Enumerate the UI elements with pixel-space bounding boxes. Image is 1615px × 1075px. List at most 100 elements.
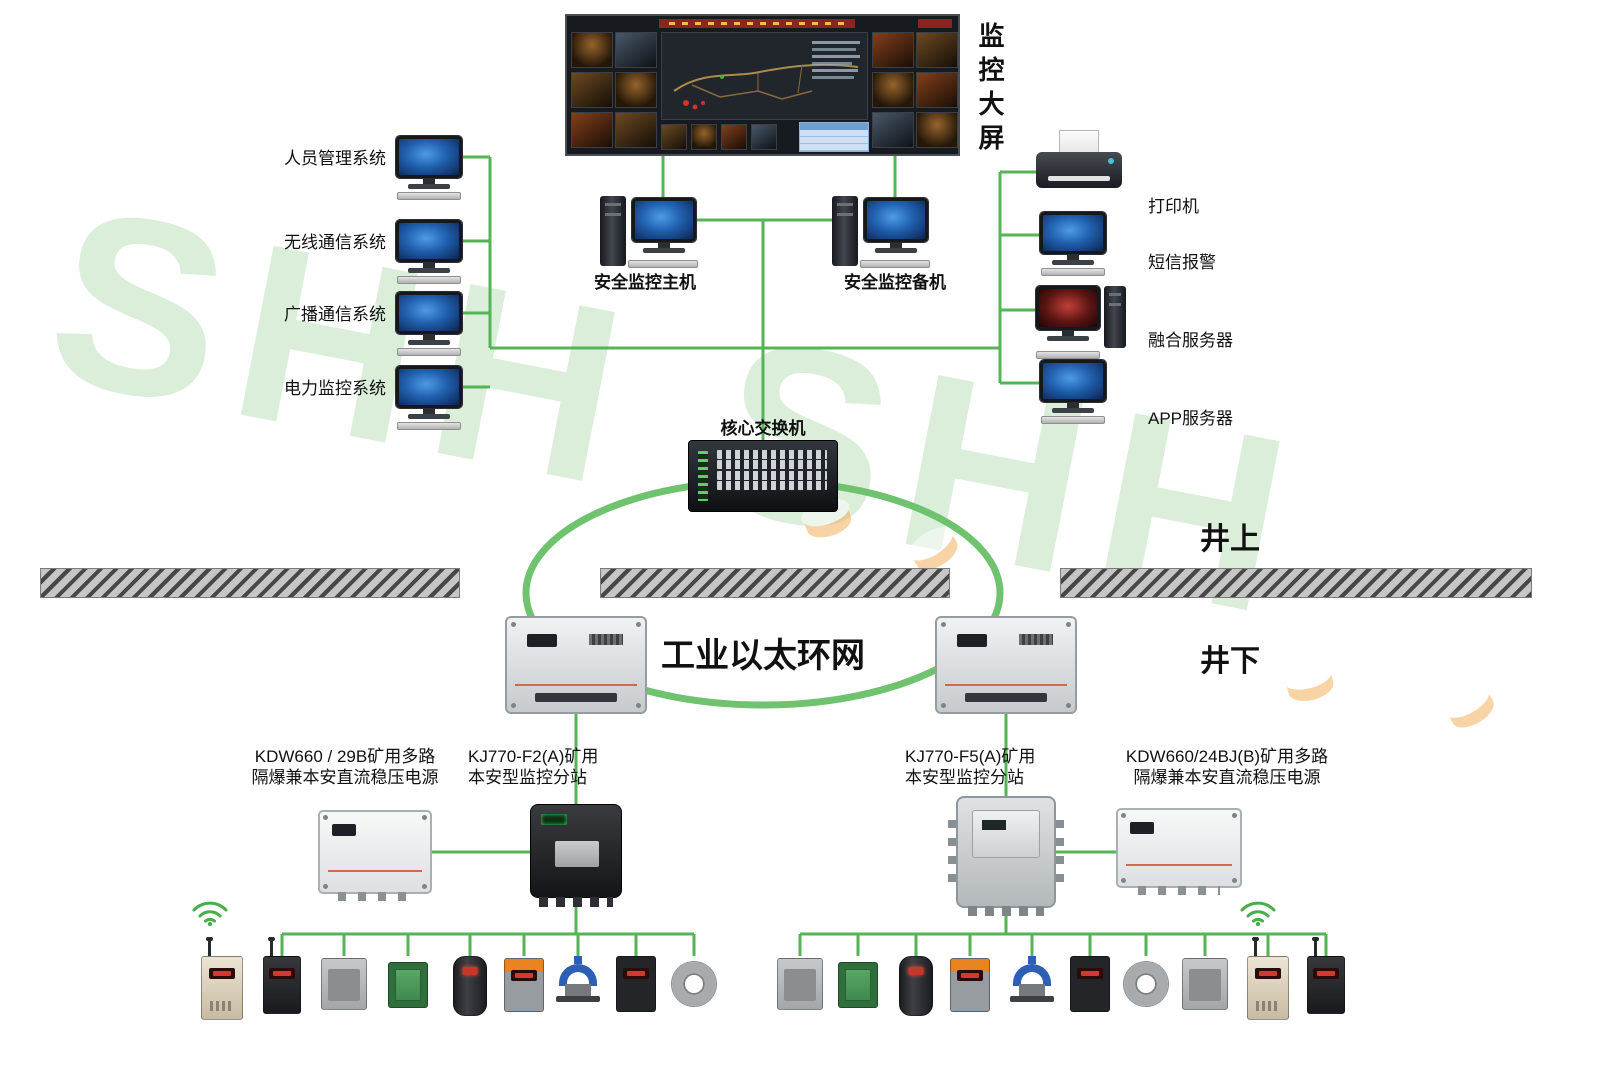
system-monitor-icon xyxy=(396,366,462,430)
underground-zone-label: 井下 xyxy=(1200,645,1260,678)
sensor-icon xyxy=(388,962,428,1008)
host-label: 安全监控主机 xyxy=(594,273,696,292)
monitor-screen xyxy=(396,366,462,408)
host-computer-icon xyxy=(832,196,932,274)
ethernet-ring-label: 工业以太环网 xyxy=(661,637,865,675)
device-label: APP服务器 xyxy=(1148,409,1234,428)
pipe-clamp-sensor-icon xyxy=(556,964,600,1002)
camera-thumbnail xyxy=(872,32,914,68)
wireless-sensor-icon xyxy=(263,937,301,1014)
surface-zone-label: 井上 xyxy=(1200,523,1260,556)
monitor-screen xyxy=(632,198,696,242)
monitor-screen xyxy=(1036,286,1100,330)
antenna-icon xyxy=(206,937,213,956)
wireless-sensor-icon xyxy=(201,937,243,1020)
camera-thumbnail xyxy=(721,124,747,150)
camera-thumbnail xyxy=(872,112,914,148)
camera-thumbnail xyxy=(916,32,958,68)
monitor-screen xyxy=(396,292,462,334)
camera-thumbnail xyxy=(661,124,687,150)
monitor-screen xyxy=(396,136,462,178)
core-switch-label: 核心交换机 xyxy=(720,419,806,438)
system-label: 无线通信系统 xyxy=(284,233,386,252)
equipment-label: KJ770-F5(A)矿用本安型监控分站 xyxy=(905,747,1036,787)
monitor-screen xyxy=(864,198,928,242)
server-desktop-icon xyxy=(1036,286,1128,362)
keyboard-icon xyxy=(397,348,461,356)
keyboard-icon xyxy=(628,260,698,268)
system-label: 广播通信系统 xyxy=(284,305,386,324)
ground-hatch-bar xyxy=(40,568,460,598)
wireless-sensor-icon xyxy=(1307,937,1345,1014)
printer-icon xyxy=(1036,130,1122,188)
system-label: 人员管理系统 xyxy=(284,149,386,168)
wifi-icon xyxy=(192,901,228,926)
sensor-icon xyxy=(453,956,487,1016)
camera-thumbnail xyxy=(916,72,958,108)
power-supply-icon xyxy=(1116,808,1242,895)
sensor-icon xyxy=(777,958,823,1010)
device-monitor-icon xyxy=(1040,360,1106,424)
monitoring-wall-screen xyxy=(565,14,960,156)
sensor-icon xyxy=(950,958,990,1012)
device-label: 融合服务器 xyxy=(1148,331,1233,350)
sensor-icon xyxy=(616,956,656,1012)
equipment-label: KDW660/24BJ(B)矿用多路隔爆兼本安直流稳压电源 xyxy=(1125,747,1329,787)
system-monitor-icon xyxy=(396,220,462,284)
mine-map-display xyxy=(661,32,868,120)
keyboard-icon xyxy=(397,422,461,430)
camera-thumbnail xyxy=(751,124,777,150)
antenna-icon xyxy=(1312,937,1319,956)
monitor-screen xyxy=(1040,360,1106,402)
keyboard-icon xyxy=(1036,351,1100,359)
core-switch-icon xyxy=(688,440,838,512)
ground-hatch-bar xyxy=(600,568,950,598)
monitor-screen xyxy=(1040,212,1106,254)
keyboard-icon xyxy=(860,260,930,268)
monitor-wall-label: 监控大屏 xyxy=(975,22,1005,158)
data-table-display xyxy=(799,122,869,152)
equipment-label: KJ770-F2(A)矿用本安型监控分站 xyxy=(468,747,599,787)
antenna-icon xyxy=(268,937,275,956)
keyboard-icon xyxy=(1041,268,1105,276)
system-monitor-icon xyxy=(396,292,462,356)
cable-coil-icon xyxy=(1124,962,1168,1006)
camera-thumbnail xyxy=(691,124,717,150)
camera-thumbnail xyxy=(571,32,613,68)
cable-coil-icon xyxy=(672,962,716,1006)
monitoring-substation-icon xyxy=(948,796,1064,916)
wireless-sensor-icon xyxy=(1247,937,1289,1020)
sensor-icon xyxy=(1182,958,1228,1010)
pc-tower-icon xyxy=(600,196,626,266)
monitoring-substation-icon xyxy=(530,804,622,907)
camera-thumbnail xyxy=(615,32,657,68)
camera-thumbnail xyxy=(615,72,657,108)
substation-enclosure-icon xyxy=(935,616,1077,714)
power-supply-icon xyxy=(318,810,432,901)
sensor-icon xyxy=(899,956,933,1016)
screen-corner-banner xyxy=(918,19,952,28)
keyboard-icon xyxy=(397,192,461,200)
camera-thumbnail xyxy=(571,112,613,148)
camera-thumbnail xyxy=(615,112,657,148)
wifi-icon xyxy=(1240,901,1276,926)
ground-hatch-bar xyxy=(1060,568,1532,598)
keyboard-icon xyxy=(397,276,461,284)
host-label: 安全监控备机 xyxy=(844,273,946,292)
camera-thumbnail xyxy=(916,112,958,148)
sensor-icon xyxy=(504,958,544,1012)
system-monitor-icon xyxy=(396,136,462,200)
screen-title-banner xyxy=(659,19,855,28)
pc-tower-icon xyxy=(1104,286,1126,348)
sensor-icon xyxy=(1070,956,1110,1012)
equipment-label: KDW660 / 29B矿用多路隔爆兼本安直流稳压电源 xyxy=(251,747,439,787)
camera-thumbnail xyxy=(872,72,914,108)
pc-tower-icon xyxy=(832,196,858,266)
keyboard-icon xyxy=(1041,416,1105,424)
monitor-screen xyxy=(396,220,462,262)
system-label: 电力监控系统 xyxy=(284,379,386,398)
device-label: 短信报警 xyxy=(1148,253,1216,272)
device-label: 打印机 xyxy=(1148,197,1199,216)
